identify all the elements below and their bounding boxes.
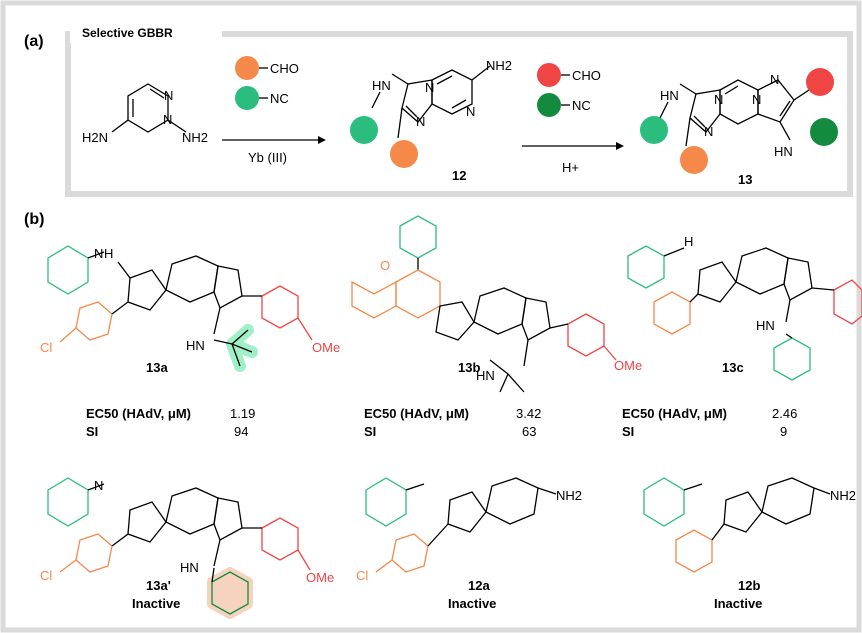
13a-cl: Cl — [40, 340, 52, 355]
product-13 — [659, 79, 813, 147]
int12-nh2: NH2 — [486, 58, 512, 73]
reagent1-nc: NC — [270, 91, 289, 106]
13c-si-value: 9 — [780, 424, 787, 439]
12a-status: Inactive — [448, 596, 496, 611]
compound-13a-prime — [47, 477, 311, 619]
13a-prime-hn: HN — [180, 560, 199, 575]
int12-orange-dot — [390, 140, 418, 168]
int12-n-pyr: N — [466, 104, 475, 119]
13a-prime-status: Inactive — [132, 596, 180, 611]
13c-hn: HN — [756, 318, 775, 333]
int13-darkgreen-dot — [810, 118, 838, 146]
compound-12a — [365, 477, 557, 573]
13a-nh: H — [104, 246, 113, 261]
product-label: 13 — [738, 172, 752, 187]
13b-o: O — [380, 258, 390, 273]
compound-13c — [627, 245, 862, 381]
isocyanide-darkgreen-dot — [537, 93, 561, 117]
panel-b-label: (b) — [24, 211, 44, 228]
int13-n-top: N — [770, 72, 779, 87]
13a-si-value: 94 — [234, 424, 248, 439]
aldehyde-red-dot — [537, 63, 561, 87]
13b-ec50-value: 3.42 — [516, 406, 541, 421]
13a-prime-label: 13a' — [146, 578, 171, 593]
pyrimidine-n1: N — [164, 88, 173, 103]
pyrimidine-n2: N — [163, 112, 172, 127]
isocyanide-green-dot — [235, 86, 259, 110]
13c-label: 13c — [722, 360, 744, 375]
13a-ome: OMe — [312, 340, 340, 355]
12a-nh2: NH2 — [556, 488, 582, 503]
12b-label: 12b — [738, 578, 760, 593]
13a-n: N — [94, 246, 103, 261]
13a-hn: HN — [186, 338, 205, 353]
start-right-nh2: NH2 — [182, 130, 208, 145]
13b-label: 13b — [458, 360, 480, 375]
panel-a-header-bg — [70, 21, 222, 43]
int13-orange-dot — [680, 146, 708, 174]
intermediate-12 — [371, 65, 491, 139]
13c-si-label: SI — [622, 424, 634, 439]
int12-hn: HN — [372, 78, 391, 93]
12a-cl: Cl — [356, 568, 368, 583]
13c-nh: H — [684, 234, 693, 249]
compound-13b — [351, 215, 617, 393]
13a-si-label: SI — [86, 424, 98, 439]
int13-red-dot — [806, 68, 834, 96]
13c-ec50-value: 2.46 — [772, 406, 797, 421]
12b-nh2: NH2 — [830, 488, 856, 503]
13c-ec50-label: EC50 (HAdV, μM) — [622, 406, 727, 421]
13a-prime-n: N — [94, 478, 103, 493]
13b-ec50-label: EC50 (HAdV, μM) — [364, 406, 469, 421]
13a-label: 13a — [146, 360, 168, 375]
reagent2-cho: CHO — [572, 68, 601, 83]
int13-hn2: HN — [774, 144, 793, 159]
aldehyde-orange-dot — [235, 56, 259, 80]
int13-n-bridge1: N — [714, 92, 723, 107]
int13-green-dot — [640, 116, 668, 144]
compound-13a — [47, 245, 313, 372]
13a-prime-cl: Cl — [40, 568, 52, 583]
13b-hn: HN — [476, 368, 495, 383]
13a-ec50-value: 1.19 — [230, 406, 255, 421]
int13-n-bridge2: N — [752, 92, 761, 107]
int12-green-dot — [350, 116, 378, 144]
13a-prime-ome: OMe — [306, 570, 334, 585]
reagent1-cho: CHO — [270, 61, 299, 76]
panel-a-header: Selective GBBR — [82, 26, 173, 40]
int13-hn: HN — [660, 88, 679, 103]
intermediate-label: 12 — [452, 168, 466, 183]
reagent1-catalyst: Yb (III) — [248, 150, 287, 165]
panel-a-label: (a) — [24, 33, 44, 50]
12a-label: 12a — [468, 578, 490, 593]
int12-n-ring: N — [416, 114, 425, 129]
12b-status: Inactive — [714, 596, 762, 611]
int13-n-ring: N — [704, 124, 713, 139]
13b-si-value: 63 — [522, 424, 536, 439]
int12-n-bridge: N — [425, 80, 434, 95]
13b-ome: OMe — [614, 358, 642, 373]
13b-si-label: SI — [364, 424, 376, 439]
13a-ec50-label: EC50 (HAdV, μM) — [86, 406, 191, 421]
reagent2-catalyst: H+ — [562, 160, 579, 175]
compound-12b — [643, 477, 831, 573]
reagent2-nc: NC — [572, 98, 591, 113]
panel-a-box — [65, 31, 853, 197]
starting-pyrimidine — [111, 83, 187, 133]
start-left-nh2: H2N — [82, 130, 108, 145]
